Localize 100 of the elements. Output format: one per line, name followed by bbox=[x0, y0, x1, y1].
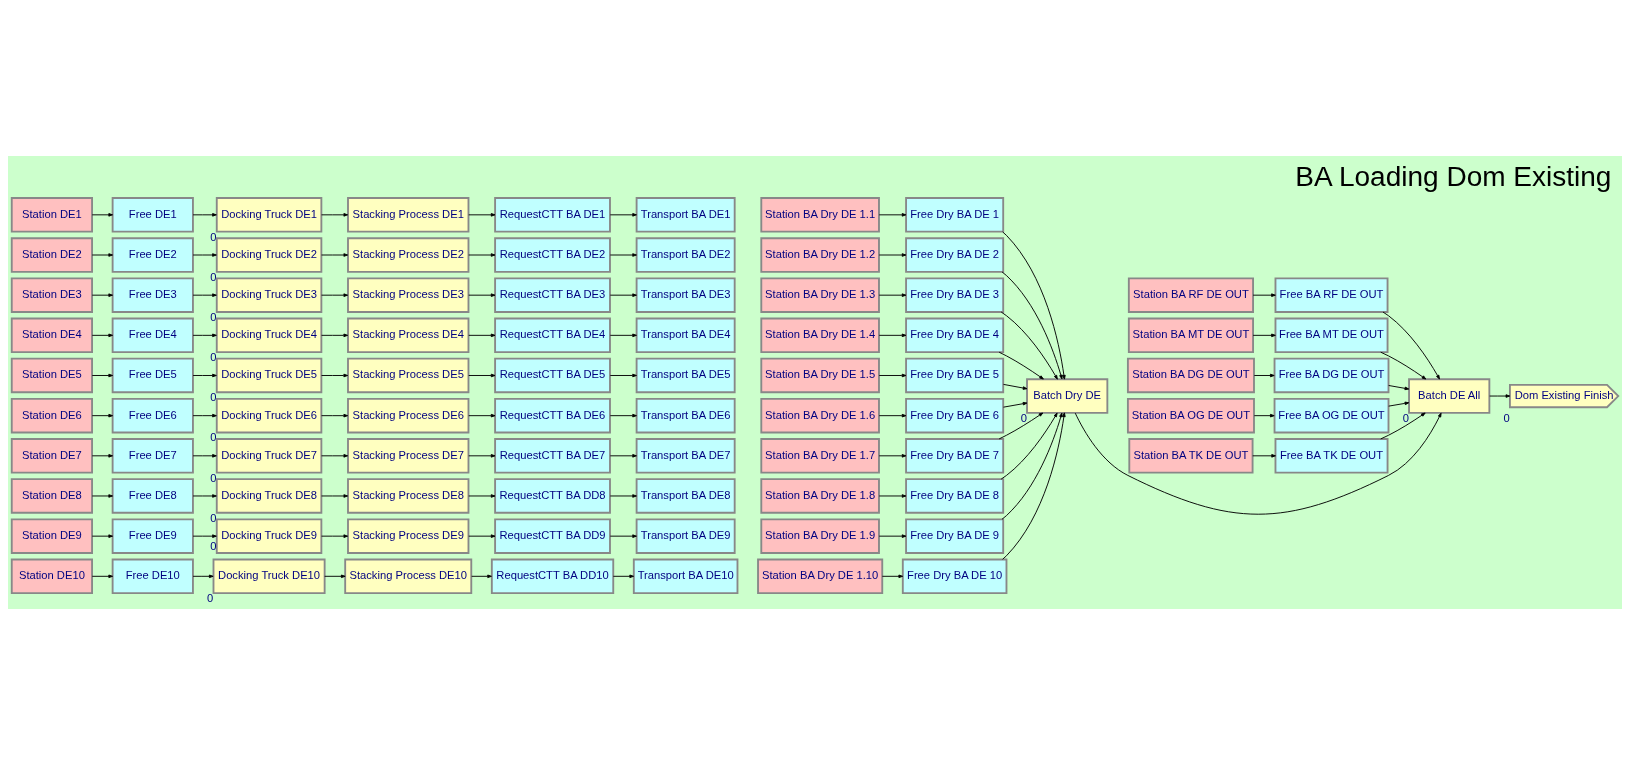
arrow bbox=[91, 373, 114, 378]
node-box: Station DE3 bbox=[10, 277, 93, 313]
node-box: Free BA TK DE OUT bbox=[1274, 438, 1389, 474]
node-box: Free Dry BA DE 10 bbox=[901, 558, 1008, 595]
node-label: 0 bbox=[210, 539, 217, 552]
node-box: RequestCTT BA DE4 bbox=[494, 317, 611, 354]
node-box: Station DE9 bbox=[10, 518, 93, 554]
arrow bbox=[998, 351, 1044, 380]
node-box: Station BA Dry DE 1.4 bbox=[760, 317, 880, 354]
arrow bbox=[1252, 333, 1276, 338]
node-box: Station BA Dry DE 1.8 bbox=[760, 478, 880, 514]
arrow bbox=[878, 253, 907, 257]
node-box: Free DE7 bbox=[111, 438, 194, 474]
arrow bbox=[998, 412, 1044, 440]
node-box: Station BA Dry DE 1.5 bbox=[760, 357, 880, 394]
arrow bbox=[1253, 413, 1275, 418]
arrow bbox=[321, 413, 349, 418]
node-box: Transport BA DE6 bbox=[635, 397, 736, 434]
node-box: Free DE1 bbox=[111, 197, 194, 233]
node-box: Docking Truck DE6 bbox=[215, 397, 323, 434]
arrow bbox=[91, 253, 114, 257]
arrow bbox=[878, 413, 907, 418]
node-box: Station BA Dry DE 1.3 bbox=[760, 277, 880, 313]
node-box: Docking Truck DE9 bbox=[215, 518, 323, 554]
node-box: Free DE3 bbox=[111, 277, 194, 313]
arrow bbox=[609, 213, 637, 217]
node-box: Free DE5 bbox=[111, 357, 194, 394]
node-box: Free Dry BA DE 3 bbox=[905, 277, 1005, 313]
node-box: Free DE10 bbox=[111, 558, 194, 595]
arrow bbox=[321, 373, 349, 378]
node-label: 0 bbox=[207, 592, 214, 605]
arrow bbox=[91, 494, 114, 498]
node-box: Station DE5 bbox=[10, 357, 93, 394]
node-label: 0 bbox=[1402, 411, 1409, 424]
arrow bbox=[468, 373, 496, 378]
node-box: Docking Truck DE7 bbox=[215, 438, 323, 474]
arrow bbox=[1001, 271, 1063, 380]
node-box: Stacking Process DE4 bbox=[347, 317, 470, 354]
arrow bbox=[609, 333, 637, 338]
node-box: Station BA Dry DE 1.1 bbox=[760, 197, 880, 233]
node-box: Free DE4 bbox=[111, 317, 194, 354]
arrow bbox=[192, 373, 217, 378]
node-box: Docking Truck DE5 bbox=[215, 357, 323, 394]
node-box: Free Dry BA DE 2 bbox=[905, 237, 1005, 273]
node-box: Stacking Process DE9 bbox=[347, 518, 470, 554]
arrow bbox=[1003, 383, 1028, 390]
arrow bbox=[1489, 394, 1511, 398]
node-label: 0 bbox=[1503, 411, 1510, 424]
node-box: Station DE6 bbox=[10, 397, 93, 434]
arrow bbox=[1002, 231, 1066, 380]
node-box: Free Dry BA DE 4 bbox=[905, 317, 1005, 354]
arrow bbox=[1388, 401, 1410, 407]
node-box: Station BA Dry DE 1.7 bbox=[760, 438, 880, 474]
node-box: Station BA DG DE OUT bbox=[1126, 357, 1255, 394]
node-box: Free Dry BA DE 5 bbox=[905, 357, 1005, 394]
node-box: Transport BA DE8 bbox=[635, 478, 736, 514]
node-box: Free DE2 bbox=[111, 237, 194, 273]
node-box: Transport BA DE3 bbox=[635, 277, 736, 313]
node-box: Transport BA DE10 bbox=[632, 558, 739, 595]
arrow bbox=[192, 213, 217, 217]
node-box: Station BA TK DE OUT bbox=[1128, 438, 1254, 474]
arrow bbox=[321, 534, 349, 538]
node-box: Docking Truck DE1 bbox=[215, 197, 323, 233]
node-label: 0 bbox=[210, 391, 217, 404]
node-box: Free DE6 bbox=[111, 397, 194, 434]
arrow bbox=[1388, 385, 1410, 391]
arrow bbox=[1252, 293, 1276, 297]
node-box: Station BA Dry DE 1.9 bbox=[760, 518, 880, 554]
arrow bbox=[1002, 412, 1066, 560]
arrow bbox=[471, 574, 492, 579]
node-box: Station BA Dry DE 1.10 bbox=[757, 558, 884, 595]
node-label: 0 bbox=[210, 471, 217, 484]
node-box: Station BA OG DE OUT bbox=[1126, 397, 1255, 434]
arrow bbox=[1074, 412, 1442, 515]
arrow bbox=[192, 293, 217, 297]
arrow bbox=[1252, 454, 1276, 458]
arrow bbox=[878, 373, 907, 378]
arrow bbox=[878, 293, 907, 297]
arrow bbox=[1380, 351, 1427, 380]
arrow bbox=[321, 454, 349, 458]
arrow bbox=[321, 253, 349, 257]
arrow bbox=[91, 454, 114, 458]
node-box: Docking Truck DE3 bbox=[215, 277, 323, 313]
node-box: Station BA Dry DE 1.2 bbox=[760, 237, 880, 273]
node-box: Free Dry BA DE 8 bbox=[905, 478, 1005, 514]
node-box: Transport BA DE7 bbox=[635, 438, 736, 474]
node-box: RequestCTT BA DE2 bbox=[494, 237, 611, 273]
node-box: RequestCTT BA DE7 bbox=[494, 438, 611, 474]
node-box: Transport BA DE2 bbox=[635, 237, 736, 273]
arrow bbox=[609, 454, 637, 458]
arrow bbox=[321, 213, 349, 217]
node-box: Free Dry BA DE 9 bbox=[905, 518, 1005, 554]
node-box: RequestCTT BA DD9 bbox=[494, 518, 611, 554]
node-box: Stacking Process DE2 bbox=[347, 237, 470, 273]
arrow bbox=[1380, 412, 1426, 440]
node-box: Station DE10 bbox=[10, 558, 93, 595]
arrow bbox=[878, 494, 907, 498]
node-box: Free BA MT DE OUT bbox=[1274, 317, 1389, 354]
arrow bbox=[321, 333, 349, 338]
node-box: Stacking Process DE7 bbox=[347, 438, 470, 474]
